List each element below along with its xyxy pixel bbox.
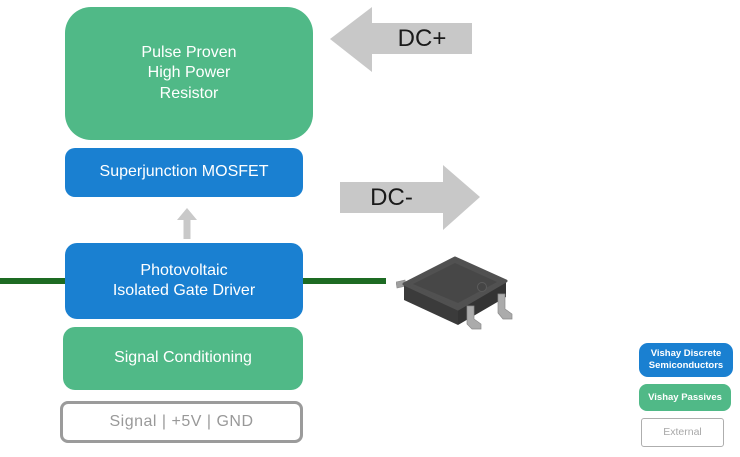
legend-vishay-passives: Vishay Passives xyxy=(639,384,731,411)
block-superjunction-mosfet: Superjunction MOSFET xyxy=(65,148,303,197)
block-signal-conditioning: Signal Conditioning xyxy=(63,327,303,390)
dc-plus-label: DC+ xyxy=(397,24,447,52)
block-external-io: Signal | +5V | GND xyxy=(60,401,303,443)
legend-vishay-discrete-semiconductors: Vishay Discrete Semiconductors xyxy=(639,343,733,377)
right-arrow-icon xyxy=(340,165,480,230)
block-pulse-proven-resistor: Pulse Proven High Power Resistor xyxy=(65,7,313,140)
legend-external: External xyxy=(641,418,724,447)
dc-minus-arrow: DC- xyxy=(340,165,480,230)
up-arrow-icon xyxy=(177,208,197,239)
dc-minus-label: DC- xyxy=(370,183,413,211)
optocoupler-chip-image xyxy=(396,256,513,330)
block-photovoltaic-gate-driver: Photovoltaic Isolated Gate Driver xyxy=(65,243,303,319)
dc-plus-arrow: DC+ xyxy=(330,7,472,72)
left-arrow-icon xyxy=(330,7,472,72)
